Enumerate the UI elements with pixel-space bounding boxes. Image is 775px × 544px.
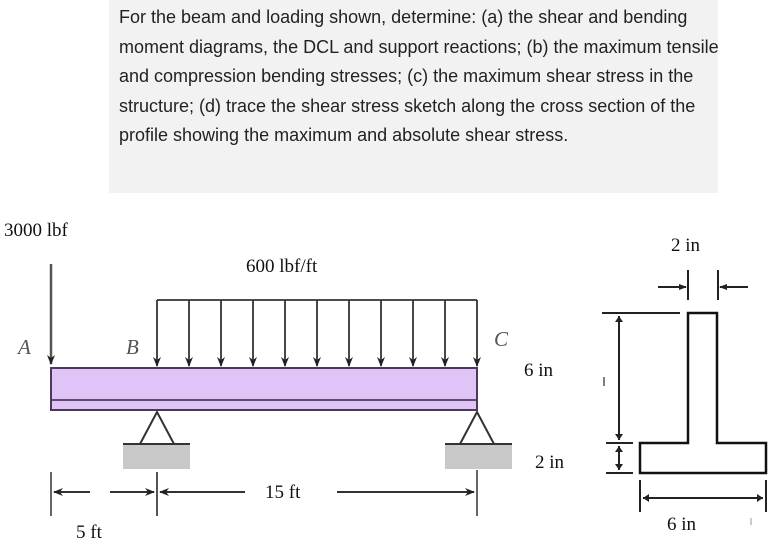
support-b — [123, 409, 190, 469]
point-b-label: B — [126, 335, 139, 359]
beam — [50, 367, 478, 411]
distributed-load-label: 600 lbf/ft — [246, 256, 318, 277]
t-cross-section — [638, 311, 768, 475]
point-a-label: A — [16, 335, 31, 359]
distributed-load — [153, 299, 481, 367]
problem-statement-box: For the beam and loading shown, determin… — [109, 0, 719, 193]
point-load-label: 3000 lbf — [4, 220, 69, 241]
flange-height-label: 2 in — [535, 452, 565, 473]
beam-dimensions — [50, 470, 478, 516]
support-c — [445, 409, 512, 469]
problem-statement-text: For the beam and loading shown, determin… — [119, 7, 719, 146]
dim-ab-label: 5 ft — [76, 522, 103, 543]
flange-width-label: 6 in — [667, 514, 697, 535]
point-c-label: C — [494, 327, 509, 351]
web-height-label: 6 in — [524, 360, 554, 381]
cross-section-dimensions — [602, 270, 767, 512]
web-width-label: 2 in — [671, 235, 701, 256]
dim-bc-label: 15 ft — [265, 482, 301, 503]
